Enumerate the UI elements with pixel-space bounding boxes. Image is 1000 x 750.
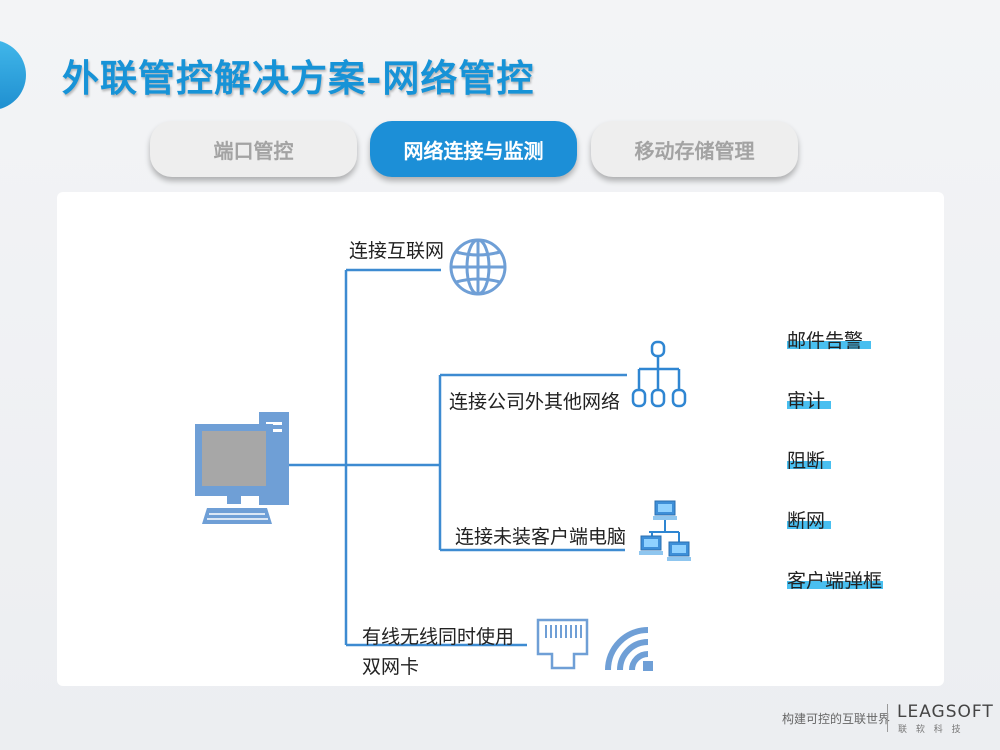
tab-bar: 端口管控 网络连接与监测 移动存储管理: [150, 121, 810, 179]
action-client-popup: 客户端弹框: [787, 570, 883, 592]
footer-divider: [887, 704, 888, 732]
label-connect-other-network: 连接公司外其他网络: [449, 391, 621, 413]
computer-icon: [195, 412, 289, 524]
company-logo-subtitle: 联 软 科 技: [898, 725, 964, 735]
tab-network-connection-monitoring[interactable]: 网络连接与监测: [370, 121, 577, 177]
connector-lines: [287, 268, 627, 647]
wifi-icon: [605, 627, 653, 671]
company-logo: LEAGSOFT: [897, 702, 994, 722]
label-dual-nic-line1: 有线无线同时使用: [362, 626, 515, 648]
tab-port-control[interactable]: 端口管控: [150, 121, 357, 177]
diagram-panel: 连接互联网 连接公司外其他网络 连接未装客户端电脑 有线无线同时使用 双网卡 邮…: [57, 192, 944, 686]
network-control-diagram: [195, 238, 691, 671]
action-email-alert: 邮件告警: [787, 330, 864, 352]
page-title: 外联管控解决方案-网络管控: [62, 57, 535, 100]
action-disconnect-network: 断网: [787, 510, 826, 532]
footer-slogan: 构建可控的互联世界: [782, 712, 891, 726]
label-connect-unmanaged-pc: 连接未装客户端电脑: [455, 526, 627, 548]
label-connect-internet: 连接互联网: [349, 240, 445, 262]
action-highlight: [787, 341, 871, 349]
action-highlight: [787, 461, 831, 469]
globe-icon: [449, 238, 507, 296]
action-audit: 审计: [787, 390, 826, 412]
ethernet-port-icon: [536, 618, 589, 670]
action-highlight: [787, 521, 831, 529]
tab-removable-storage-management[interactable]: 移动存储管理: [591, 121, 798, 177]
title-accent-tab: [0, 40, 26, 110]
network-topology-icon: [631, 340, 687, 408]
action-highlight: [787, 581, 883, 589]
action-highlight: [787, 401, 831, 409]
label-dual-nic-line2: 双网卡: [362, 656, 420, 678]
action-block: 阻断: [787, 450, 826, 472]
networked-computers-icon: [639, 500, 691, 561]
